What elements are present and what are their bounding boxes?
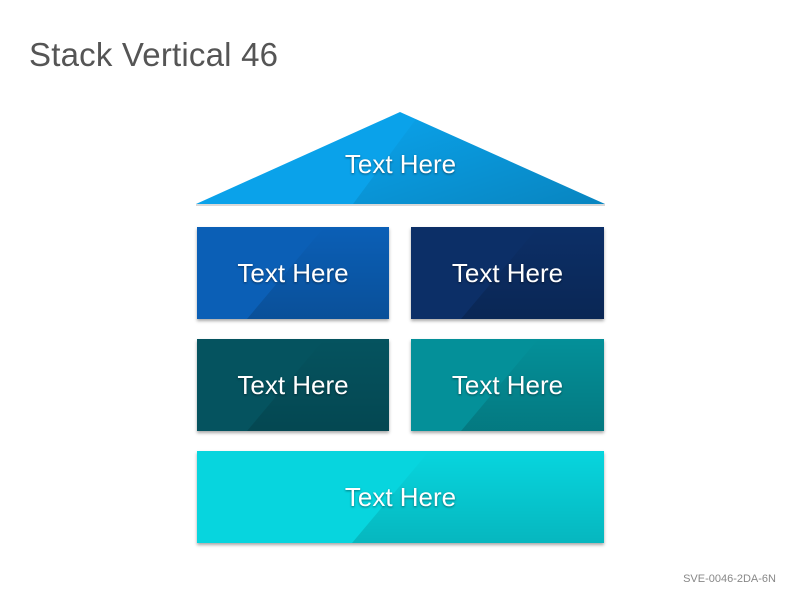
slide-title: Stack Vertical 46 — [29, 36, 279, 73]
block-label: Text Here — [451, 369, 564, 400]
block-label: Text Here — [344, 481, 457, 512]
roof-triangle: Text Here — [196, 112, 605, 206]
block-middle-left: Text Here — [197, 339, 389, 431]
block-label: Text Here — [237, 257, 349, 288]
roof-label: Text Here — [344, 149, 457, 179]
block-top-right: Text Here — [411, 227, 604, 319]
block-label: Text Here — [451, 257, 564, 288]
block-top-left: Text Here — [197, 227, 389, 319]
block-label: Text Here — [237, 369, 349, 400]
block-bottom-wide: Text Here — [197, 451, 604, 543]
footer-code: SVE-0046-2DA-6N — [683, 573, 776, 585]
block-middle-right: Text Here — [411, 339, 604, 431]
roof-shape — [196, 112, 605, 206]
